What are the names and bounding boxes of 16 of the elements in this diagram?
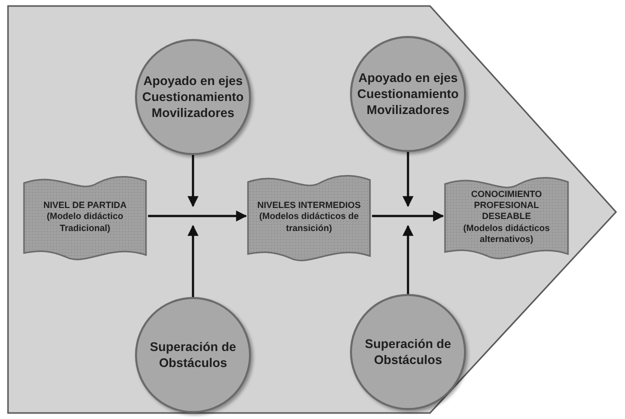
banner-text: (Modelo didáctico Tradicional): [46, 211, 124, 234]
circle-label: Superación de Obstáculos: [364, 336, 452, 368]
arrow: [372, 210, 444, 222]
banner-heading: NIVELES INTERMEDIOS: [257, 200, 361, 212]
banner-text: (Modelos didácticos de transición): [258, 211, 360, 234]
banner-text: (Modelos didácticos alternativos): [462, 222, 551, 246]
arrow: [188, 224, 198, 297]
circle-label: Superación de Obstáculos: [148, 338, 238, 372]
arrow: [402, 224, 414, 294]
arrow: [188, 155, 198, 208]
arrow: [148, 210, 248, 222]
banner-heading: NIVEL DE PARTIDA: [43, 200, 127, 212]
circle-label: Apoyado en ejes Cuestionamiento Movilizadores: [357, 70, 459, 118]
banner-heading: CONOCIMIENTO PROFESIONAL DESEABLE: [470, 188, 543, 223]
circle-label: Apoyado en ejes Cuestionamiento Movilizadores: [142, 72, 244, 122]
arrow: [402, 152, 414, 208]
